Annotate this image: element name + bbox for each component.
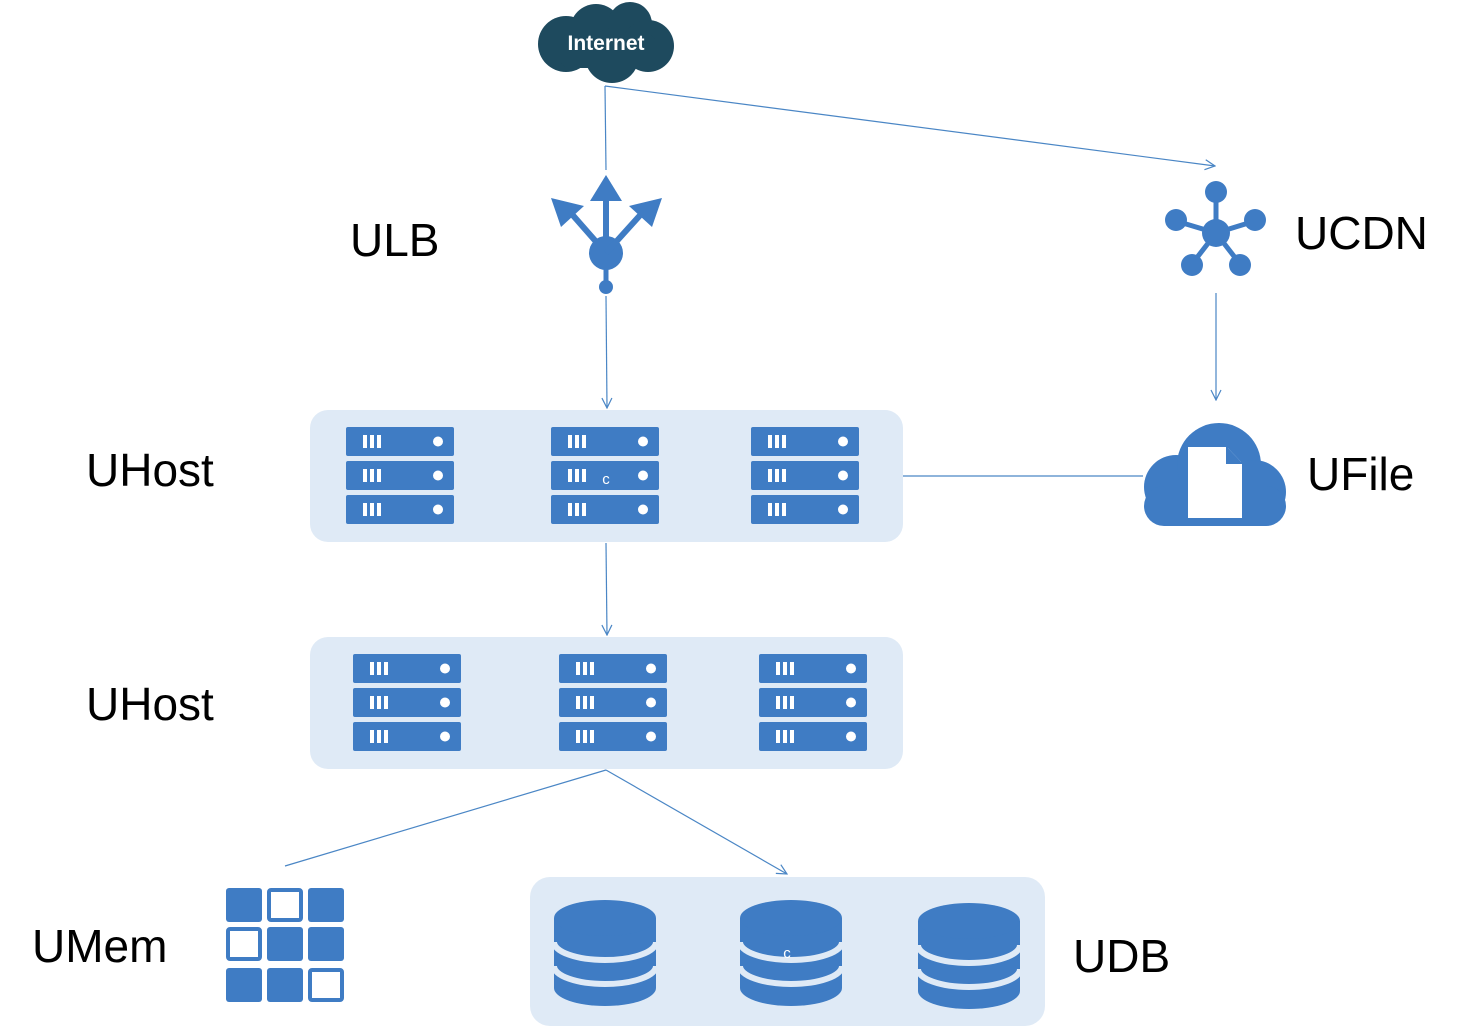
umem-grid-icon [226,888,344,1002]
udb-group: c [530,877,1045,1026]
connector-uhost-umem [284,769,607,867]
connector-uhost-uhost [606,542,607,635]
database-icon [918,903,1020,1009]
connectors [284,85,1216,874]
uhost-app-group [310,637,903,769]
connector-internet-ulb [604,85,607,171]
server-rack-icon [346,427,454,524]
database-icon [740,900,842,1006]
server-rack-icon [751,427,859,524]
internet-label: Internet [567,32,644,55]
load-balancer-icon [551,175,662,294]
ufile-cloud-icon [1144,423,1286,526]
uhost-web-label: UHost [86,444,214,496]
uhost-web-group: c [310,410,903,542]
database-icon [554,900,656,1006]
ucdn-label: UCDN [1295,207,1428,259]
uhost-app-label: UHost [86,678,214,730]
cdn-hub-icon [1165,181,1266,276]
ulb-label: ULB [350,214,439,266]
server-rack-icon [559,654,667,751]
udb-center-badge: c [783,945,791,962]
udb-label: UDB [1073,930,1170,982]
connector-uhost-udb [605,769,787,874]
umem-label: UMem [32,920,167,972]
connector-ulb-uhost [606,295,607,408]
internet-cloud-icon: Internet [538,2,674,83]
server-rack-icon [353,654,461,751]
server-rack-icon [759,654,867,751]
connector-internet-ucdn [604,85,1215,166]
uhost-web-center-badge: c [602,471,610,488]
ufile-label: UFile [1307,448,1414,500]
